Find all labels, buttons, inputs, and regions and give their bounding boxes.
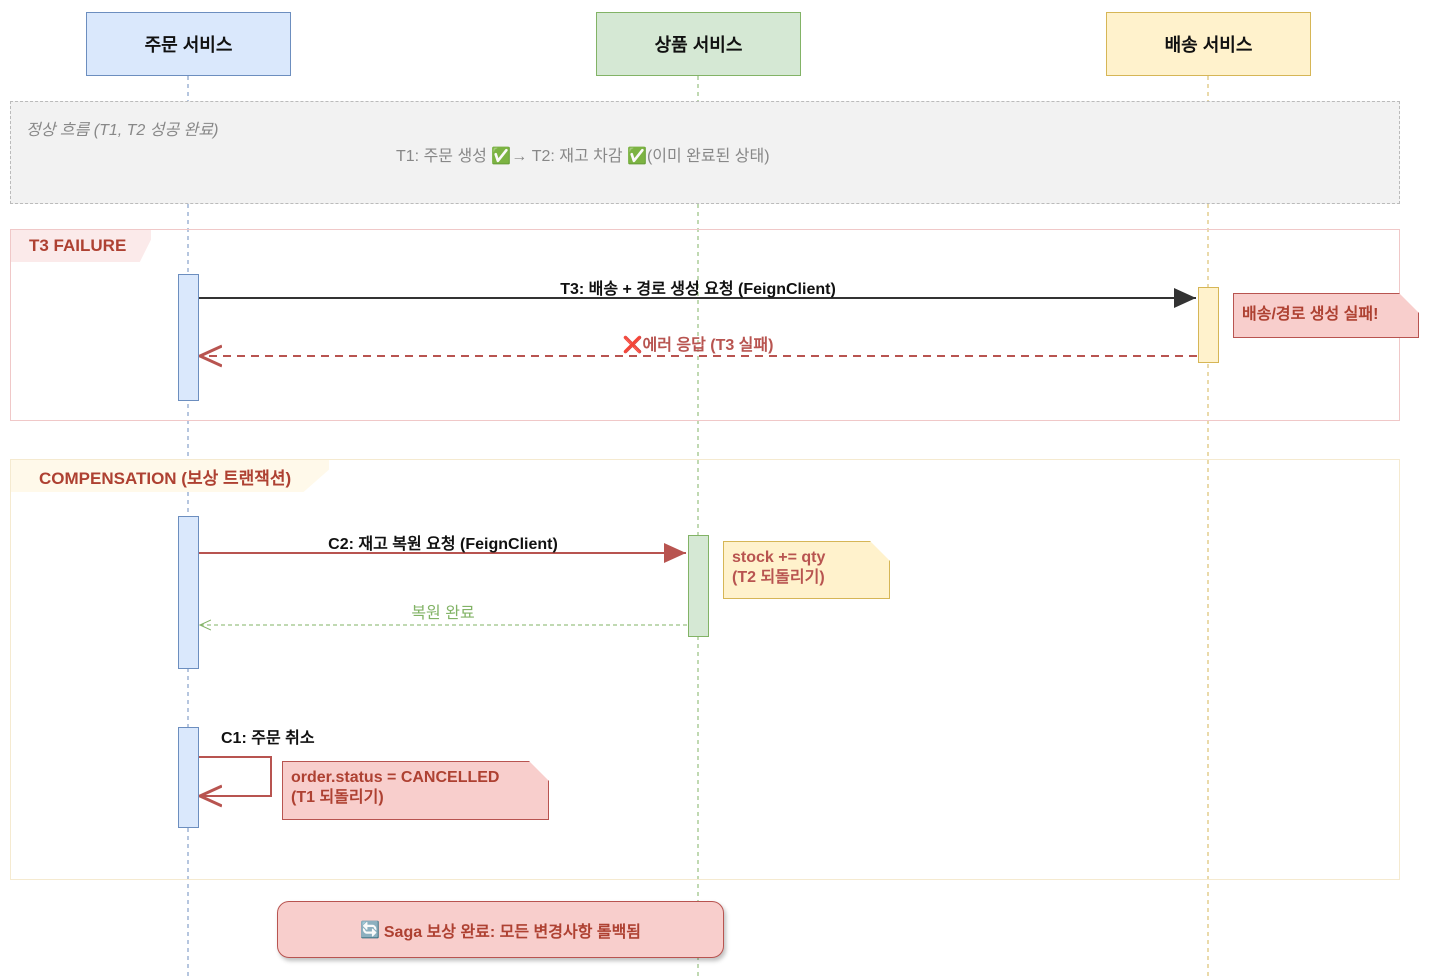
c1-note-line-1: order.status = CANCELLED — [291, 769, 500, 786]
order-activation-1 — [178, 274, 199, 401]
saga-result-box: 🔄Saga 보상 완료: 모든 변경사항 롤백됨 — [277, 901, 724, 958]
refresh-icon: 🔄 — [359, 921, 380, 939]
order-activation-3 — [178, 727, 199, 828]
normal-flow-text: T1: 주문 생성 ✅→ T2: 재고 차감 ✅(이미 완료된 상태) — [396, 148, 770, 165]
normal-flow-title: 정상 흐름 (T1, T2 성공 완료) — [26, 122, 219, 139]
compensation-label: COMPENSATION (보상 트랜잭션) — [11, 460, 329, 492]
c1-note: order.status = CANCELLED (T1 되돌리기) — [282, 761, 549, 820]
t3-error-label: ❌에러 응답 (T3 실패) — [623, 331, 774, 355]
c2-request-label: C2: 재고 복원 요청 (FeignClient) — [328, 536, 558, 553]
t3-failure-frame: T3 FAILURE — [10, 229, 1400, 421]
delivery-activation — [1198, 287, 1219, 363]
cross-icon: ❌ — [622, 337, 643, 354]
compensation-frame: COMPENSATION (보상 트랜잭션) — [10, 459, 1400, 880]
c2-note-line-1: stock += qty — [732, 549, 826, 566]
t3-request-label: T3: 배송 + 경로 생성 요청 (FeignClient) — [560, 281, 836, 298]
c1-label: C1: 주문 취소 — [221, 730, 315, 747]
c1-note-line-2: (T1 되돌리기) — [291, 789, 384, 806]
t3-failure-label: T3 FAILURE — [11, 230, 151, 262]
actor-delivery-service: 배송 서비스 — [1106, 12, 1311, 76]
t3-error-text: 에러 응답 (T3 실패) — [642, 337, 774, 354]
order-activation-2 — [178, 516, 199, 669]
product-activation — [688, 535, 709, 637]
actor-order-service: 주문 서비스 — [86, 12, 291, 76]
c2-note-line-2: (T2 되돌리기) — [732, 569, 825, 586]
c2-note: stock += qty (T2 되돌리기) — [723, 541, 890, 599]
normal-flow-box: 정상 흐름 (T1, T2 성공 완료) T1: 주문 생성 ✅→ T2: 재고… — [10, 101, 1400, 204]
t3-failure-note: 배송/경로 생성 실패! — [1233, 293, 1419, 338]
c2-reply-label: 복원 완료 — [411, 605, 475, 622]
saga-result-text: Saga 보상 완료: 모든 변경사항 롤백됨 — [383, 923, 642, 941]
actor-product-service: 상품 서비스 — [596, 12, 801, 76]
